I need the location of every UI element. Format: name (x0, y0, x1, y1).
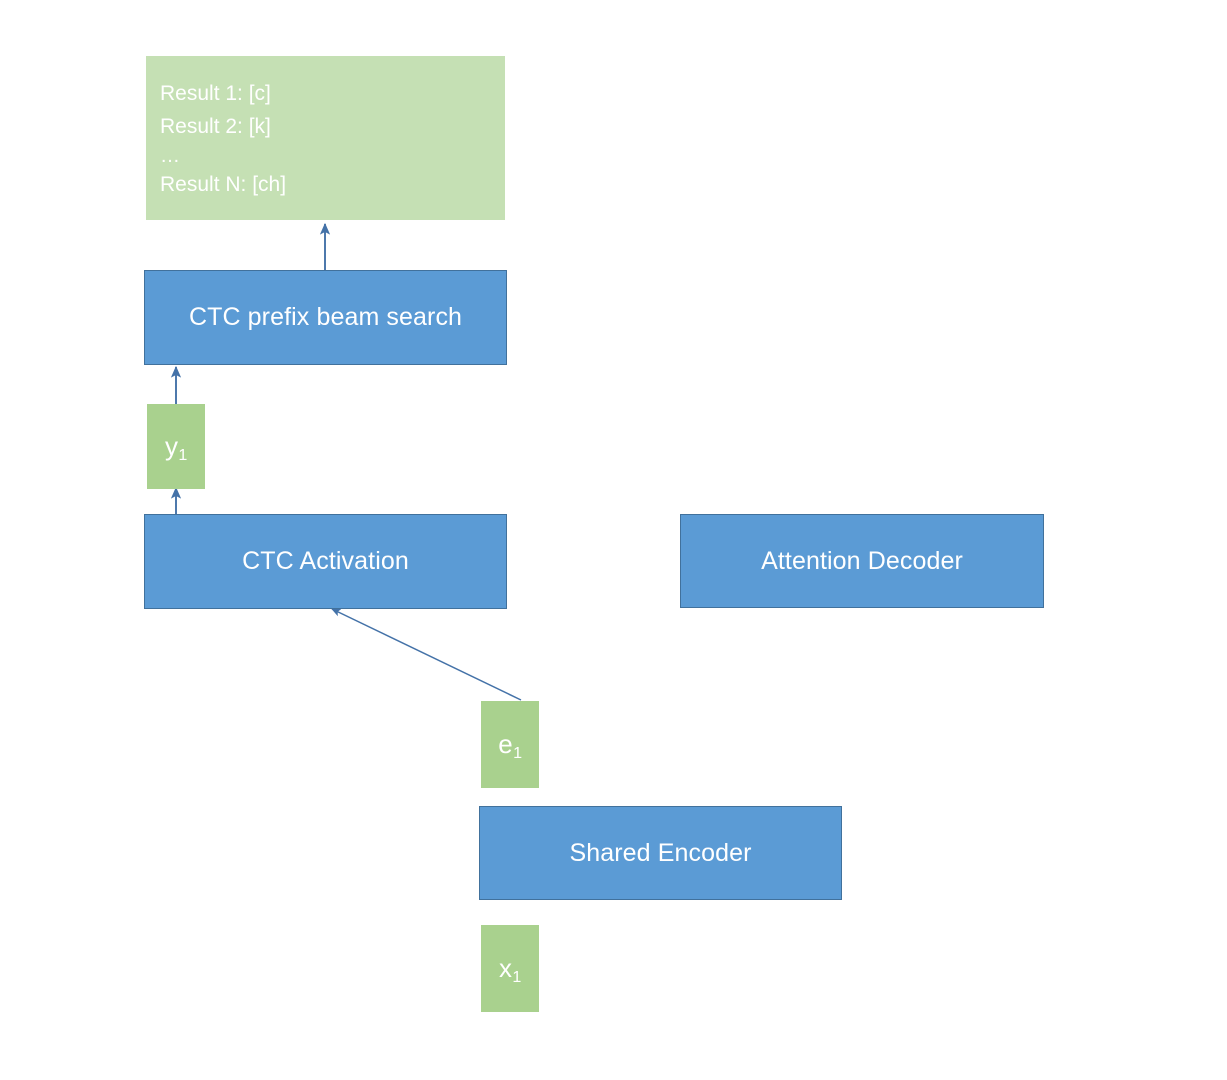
result-line-1: Result 1: [c] (160, 82, 271, 105)
tensor-x1: x1 (481, 925, 539, 1012)
tensor-e1-subscript: 1 (513, 743, 523, 762)
result-line-ellipsis: … (160, 145, 180, 168)
tensor-y1-label: y1 (165, 431, 188, 464)
tensor-y1-subscript: 1 (178, 445, 188, 464)
attention-decoder-label: Attention Decoder (761, 546, 963, 575)
shared-encoder-label: Shared Encoder (569, 838, 752, 867)
tensor-e1-label: e1 (498, 729, 523, 762)
ctc-activation-box[interactable]: CTC Activation (144, 514, 507, 609)
tensor-e1: e1 (481, 701, 539, 788)
ctc-activation-label: CTC Activation (242, 547, 409, 575)
shared-encoder-box[interactable]: Shared Encoder (479, 806, 842, 900)
tensor-y1: y1 (147, 404, 205, 489)
result-line-2: Result 2: [k] (160, 114, 271, 138)
tensor-x1-label: x1 (499, 953, 522, 986)
result-line-n: Result N: [ch] (160, 173, 287, 197)
results-box: Result 1: [c] Result 2: [k] … Result N: … (146, 56, 505, 220)
edge-e1-to-ctcactivation (331, 608, 522, 701)
ctc-prefix-beam-search-label: CTC prefix beam search (188, 303, 463, 331)
tensor-x1-subscript: 1 (512, 967, 522, 986)
ctc-prefix-beam-search-box[interactable]: CTC prefix beam search (144, 270, 507, 365)
attention-decoder-box[interactable]: Attention Decoder (680, 514, 1044, 608)
